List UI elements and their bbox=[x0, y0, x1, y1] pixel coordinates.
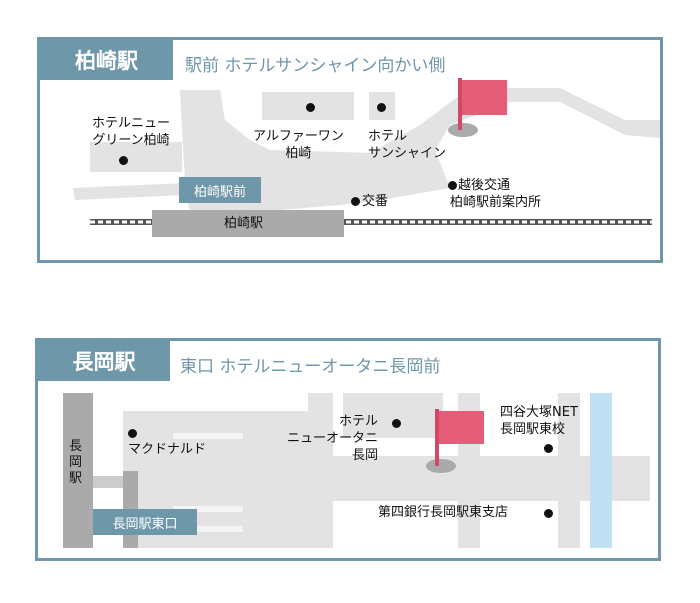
building-hotel-new-otani bbox=[343, 393, 443, 438]
label-echigo-kotsu: 越後交通柏崎駅前案内所 bbox=[450, 178, 542, 210]
station-label-vertical: 長岡駅 bbox=[69, 439, 83, 486]
marker-dot bbox=[544, 444, 553, 453]
station-building bbox=[63, 393, 93, 548]
station-building bbox=[152, 210, 344, 237]
nagaoka-title: 長岡駅 bbox=[38, 341, 170, 381]
marker-dot bbox=[392, 419, 401, 428]
label-alpha-one: アルファーワン柏崎 bbox=[253, 129, 344, 161]
road-area bbox=[73, 90, 490, 210]
marker-dot bbox=[377, 103, 386, 112]
label-hotel-new-otani: ホテルニューオータニ長岡 bbox=[286, 414, 378, 463]
station-front-tag: 柏崎駅前 bbox=[179, 177, 261, 203]
flag-base bbox=[448, 123, 478, 137]
label-hotel-sunshine: ホテルサンシャイン bbox=[368, 129, 447, 161]
marker-dot bbox=[306, 103, 315, 112]
building-hotel-new-green bbox=[90, 142, 182, 172]
main-road bbox=[123, 456, 650, 501]
kashiwazaki-map-panel: 柏崎駅 駅前 ホテルサンシャイン向かい側 ホテルニューグリーン柏崎 アルファーワ… bbox=[37, 37, 663, 263]
nagaoka-map-panel: 長岡駅 東口 ホテルニューオータニ長岡前 長岡駅 マクドナルド ホテルニューオー… bbox=[35, 338, 661, 561]
station-label: 柏崎駅 bbox=[224, 216, 264, 231]
marker-dot bbox=[351, 197, 360, 206]
marker-dot bbox=[448, 181, 457, 190]
label-koban: 交番 bbox=[362, 194, 389, 209]
flag-icon bbox=[438, 411, 484, 444]
east-exit-tag: 長岡駅東口 bbox=[93, 509, 197, 535]
kashiwazaki-subtitle: 駅前 ホテルサンシャイン向かい側 bbox=[185, 56, 446, 76]
nagaoka-subtitle: 東口 ホテルニューオータニ長岡前 bbox=[180, 357, 441, 377]
road-northeast bbox=[500, 88, 660, 138]
kashiwazaki-map-graphic bbox=[73, 78, 660, 237]
label-mcdonalds: マクドナルド bbox=[128, 442, 207, 457]
label-daishi-bank: 第四銀行長岡駅東支店 bbox=[378, 505, 509, 520]
nagaoka-map-graphic bbox=[63, 393, 650, 548]
marker-dot bbox=[119, 156, 128, 165]
flag-icon bbox=[461, 80, 507, 115]
label-hotel-new-green: ホテルニューグリーン柏崎 bbox=[92, 116, 171, 148]
flag-base bbox=[426, 459, 456, 473]
marker-dot bbox=[544, 509, 553, 518]
marker-dot bbox=[128, 429, 137, 438]
river bbox=[590, 393, 612, 548]
kashiwazaki-title: 柏崎駅 bbox=[40, 40, 173, 80]
